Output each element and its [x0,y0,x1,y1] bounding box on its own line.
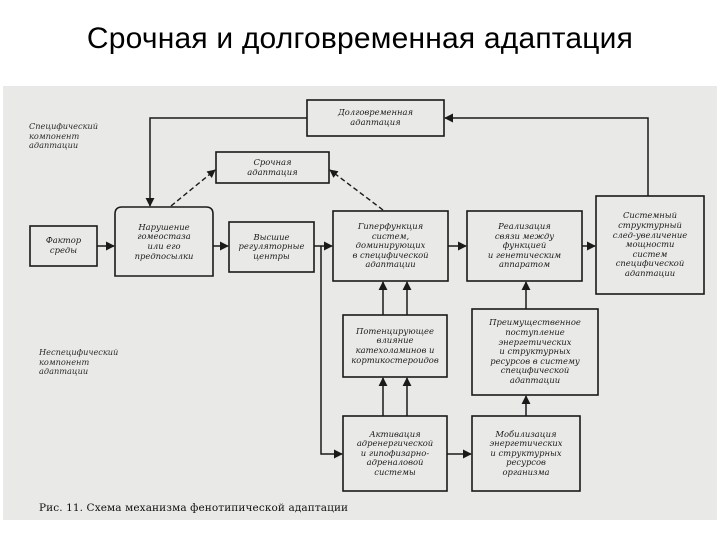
box-frame-preferential [471,308,599,396]
note-nonspecific-component: Неспецифический компонент адаптации [39,347,119,377]
box-resource-mobilization: Мобилизация энергетических и структурных… [489,428,563,477]
box-genetic-realization: Реализация связи между функцией и генети… [487,221,562,270]
arrow-structural-longterm [444,113,649,196]
box-frame-disturbance [114,206,214,277]
box-homeostasis-disturbance: Нарушение гомеостаза или его предпосылки [134,221,194,261]
box-adrenergic-activation: Активация адренергической и гипофизарно-… [356,428,434,477]
arrow-hyperfunction-urgent [329,169,384,211]
box-frame-regulatory [228,221,315,273]
box-long-term-adaptation: Долговременная адаптация [337,107,414,127]
box-structural-trace: Системный структурный след-увеличение мо… [612,210,688,278]
box-frame-urgent [215,151,330,184]
box-system-hyperfunction: Гиперфункция систем, доминирующих в спец… [352,221,429,270]
figure-caption: Рис. 11. Схема механизма фенотипической … [39,502,349,514]
box-potentiating-influence: Потенцирующее влияние катехоламинов и ко… [351,325,439,365]
box-environment-factor: Фактор среды [45,235,82,255]
arrow-disturbance-urgent [170,169,216,207]
box-frame-potentiating [342,314,448,378]
slide-title: Срочная и долговременная адаптация [86,22,634,55]
box-preferential-supply: Преимущественное поступление энергетичес… [489,317,581,385]
box-frame-structural [595,195,705,295]
scheme-connectors [29,99,705,492]
scheme-scan: Долговременная адаптация Срочная адаптац… [3,86,717,520]
arrow-longterm-disturbance [145,117,307,207]
box-regulatory-centers: Высшие регуляторные центры [238,231,305,261]
arrow-regulatory-activation [320,246,343,459]
note-specific-component: Специфический компонент адаптации [29,121,99,151]
box-urgent-adaptation: Срочная адаптация [247,156,298,177]
